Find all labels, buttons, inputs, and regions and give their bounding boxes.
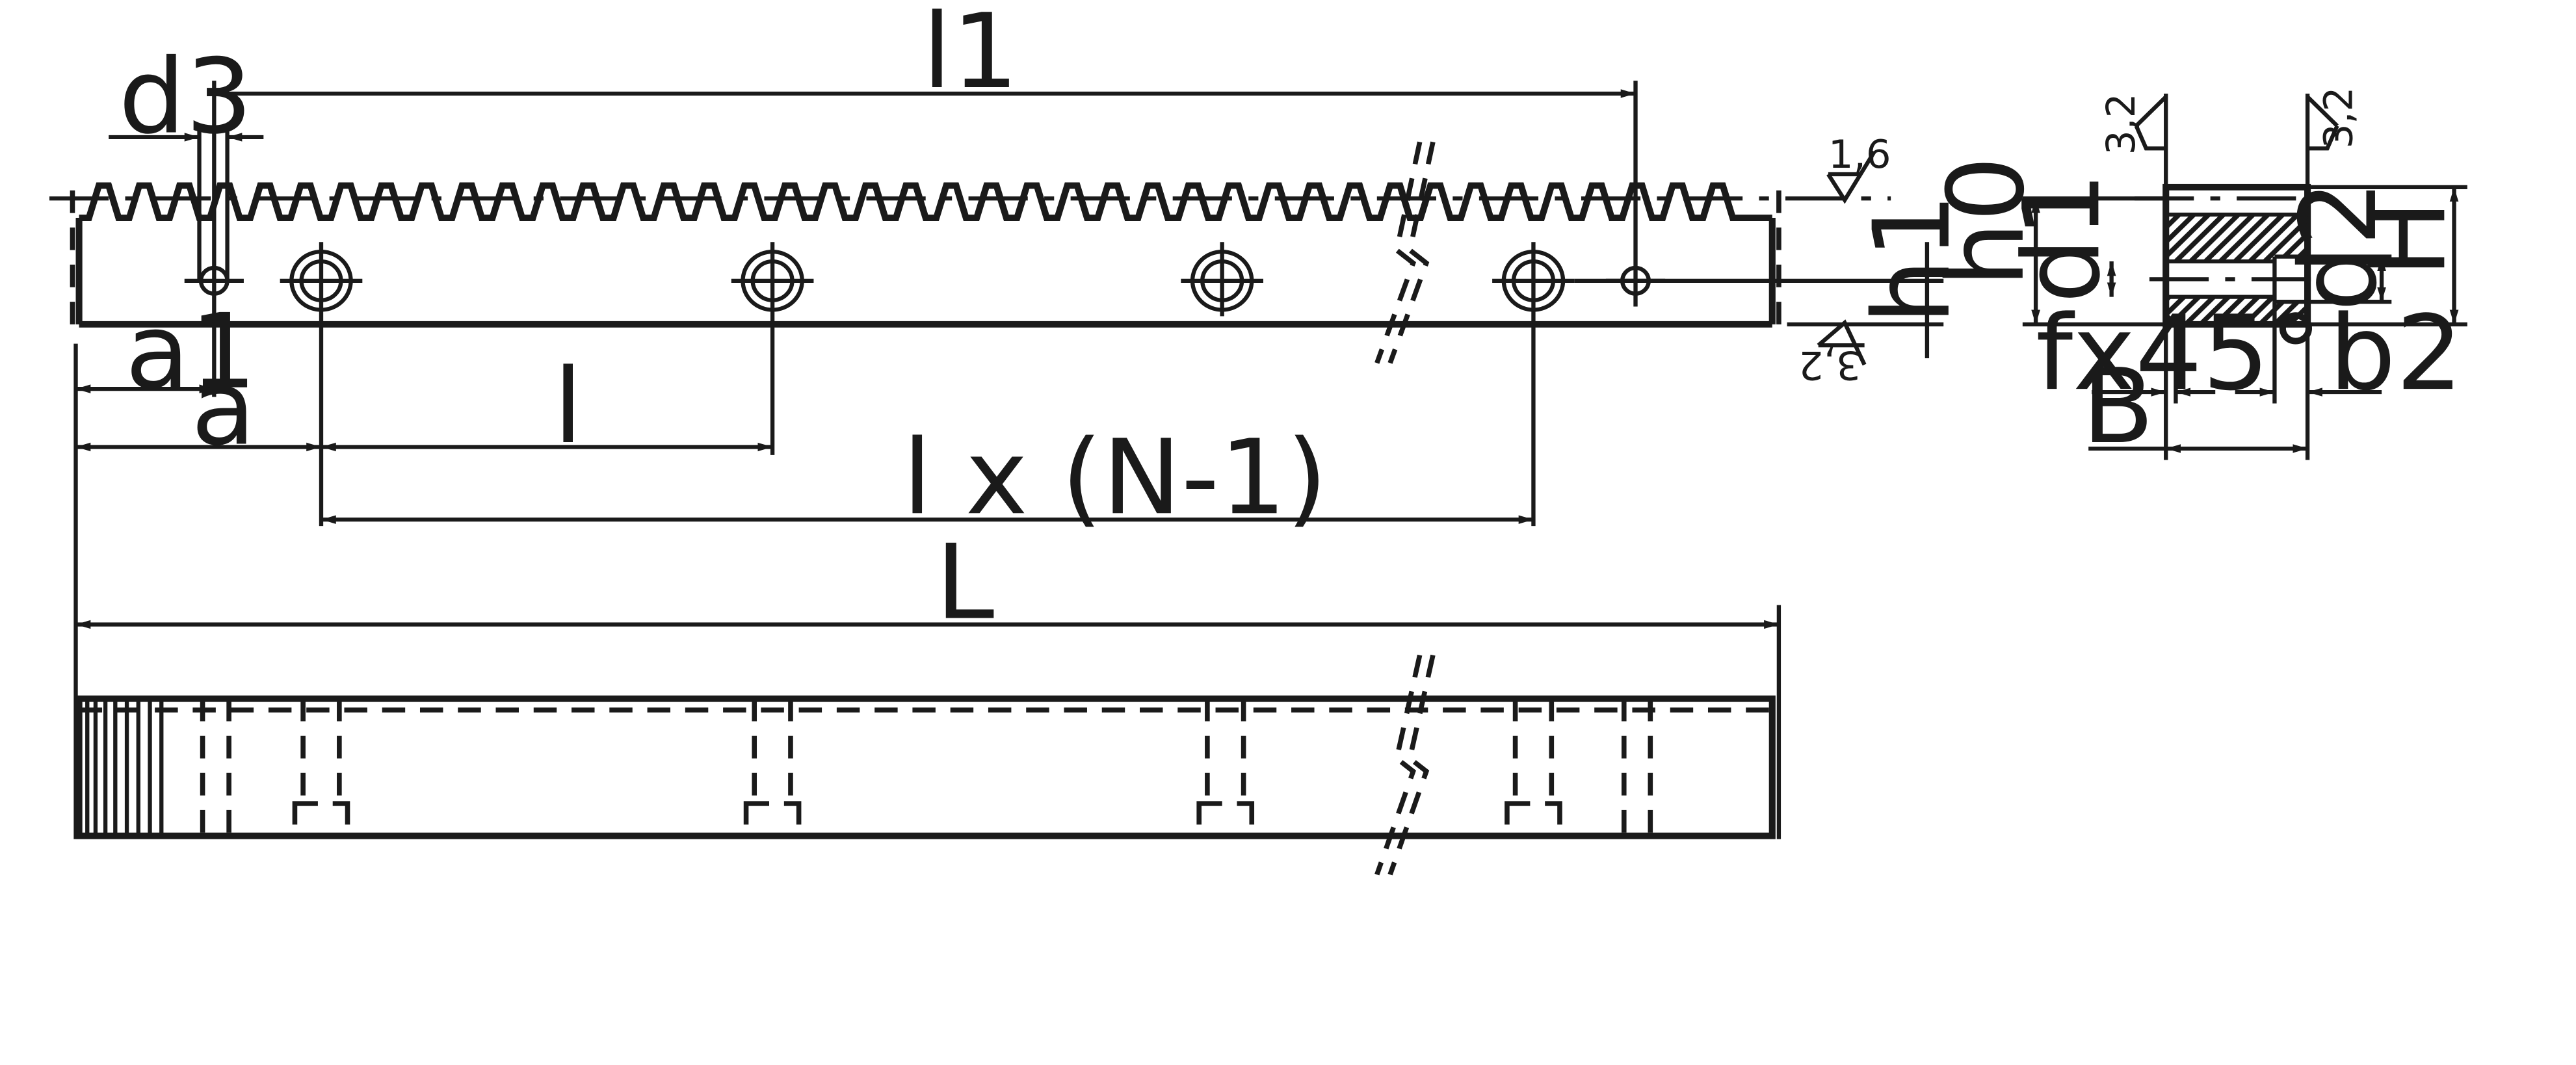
- section-chamfer: [2164, 313, 2177, 326]
- hidden-counterbore-4: [1505, 698, 1562, 836]
- d1-label: d1: [2001, 172, 2123, 304]
- l1-label: l1: [923, 0, 1019, 112]
- mounting-hole-4: [1492, 242, 1575, 527]
- d3-label: d3: [118, 36, 252, 157]
- hidden-counterbore-3: [1196, 698, 1255, 836]
- svg-text:1,6: 1,6: [1828, 133, 1891, 178]
- l-label: l: [553, 347, 583, 467]
- mounting-hole-2: [731, 242, 814, 455]
- a-label: a: [191, 348, 256, 468]
- L-label: L: [936, 522, 994, 642]
- break-line-front-a: [1374, 141, 1423, 364]
- h1-label: h1: [1850, 193, 1973, 324]
- mounting-hole-3: [1181, 242, 1264, 317]
- top-view-outline: [75, 695, 1776, 839]
- svg-text:3,2: 3,2: [1798, 342, 1861, 387]
- lxn-label: l x (N-1): [902, 417, 1327, 538]
- rack-teeth-profile: [79, 182, 1772, 222]
- break-line-top-a: [1374, 654, 1423, 876]
- fx45-label: fx45°: [2036, 293, 2322, 414]
- svg-text:3,2: 3,2: [2099, 94, 2145, 155]
- hidden-counterbore-1: [292, 698, 350, 836]
- mounting-hole-1: [280, 242, 363, 527]
- b2-label: b2: [2329, 293, 2463, 414]
- surface-finish-side-right: 3,2: [2306, 87, 2362, 151]
- break-line-top-b: [1387, 654, 1436, 876]
- section-view: 3,2 3,2 h0 d1 d2 H fx45°: [1925, 87, 2469, 467]
- surface-finish-side-left: 3,2: [2099, 94, 2168, 155]
- svg-text:3,2: 3,2: [2316, 87, 2362, 149]
- surface-finish-bottom: 3,2: [1798, 319, 1867, 387]
- B-label: B: [2082, 347, 2154, 467]
- H-label: H: [2346, 200, 2469, 277]
- d2-label: d2: [2277, 180, 2400, 311]
- hidden-counterbore-2: [743, 698, 802, 836]
- tooth-lines: [85, 698, 164, 836]
- h0-label: h0: [1925, 156, 2047, 287]
- surface-finish-top: 1,6: [1826, 133, 1891, 204]
- section-bore-d1: [2166, 259, 2275, 299]
- a1-label: a1: [125, 291, 257, 412]
- break-line-front-b: [1387, 141, 1436, 364]
- top-view: [75, 654, 1776, 876]
